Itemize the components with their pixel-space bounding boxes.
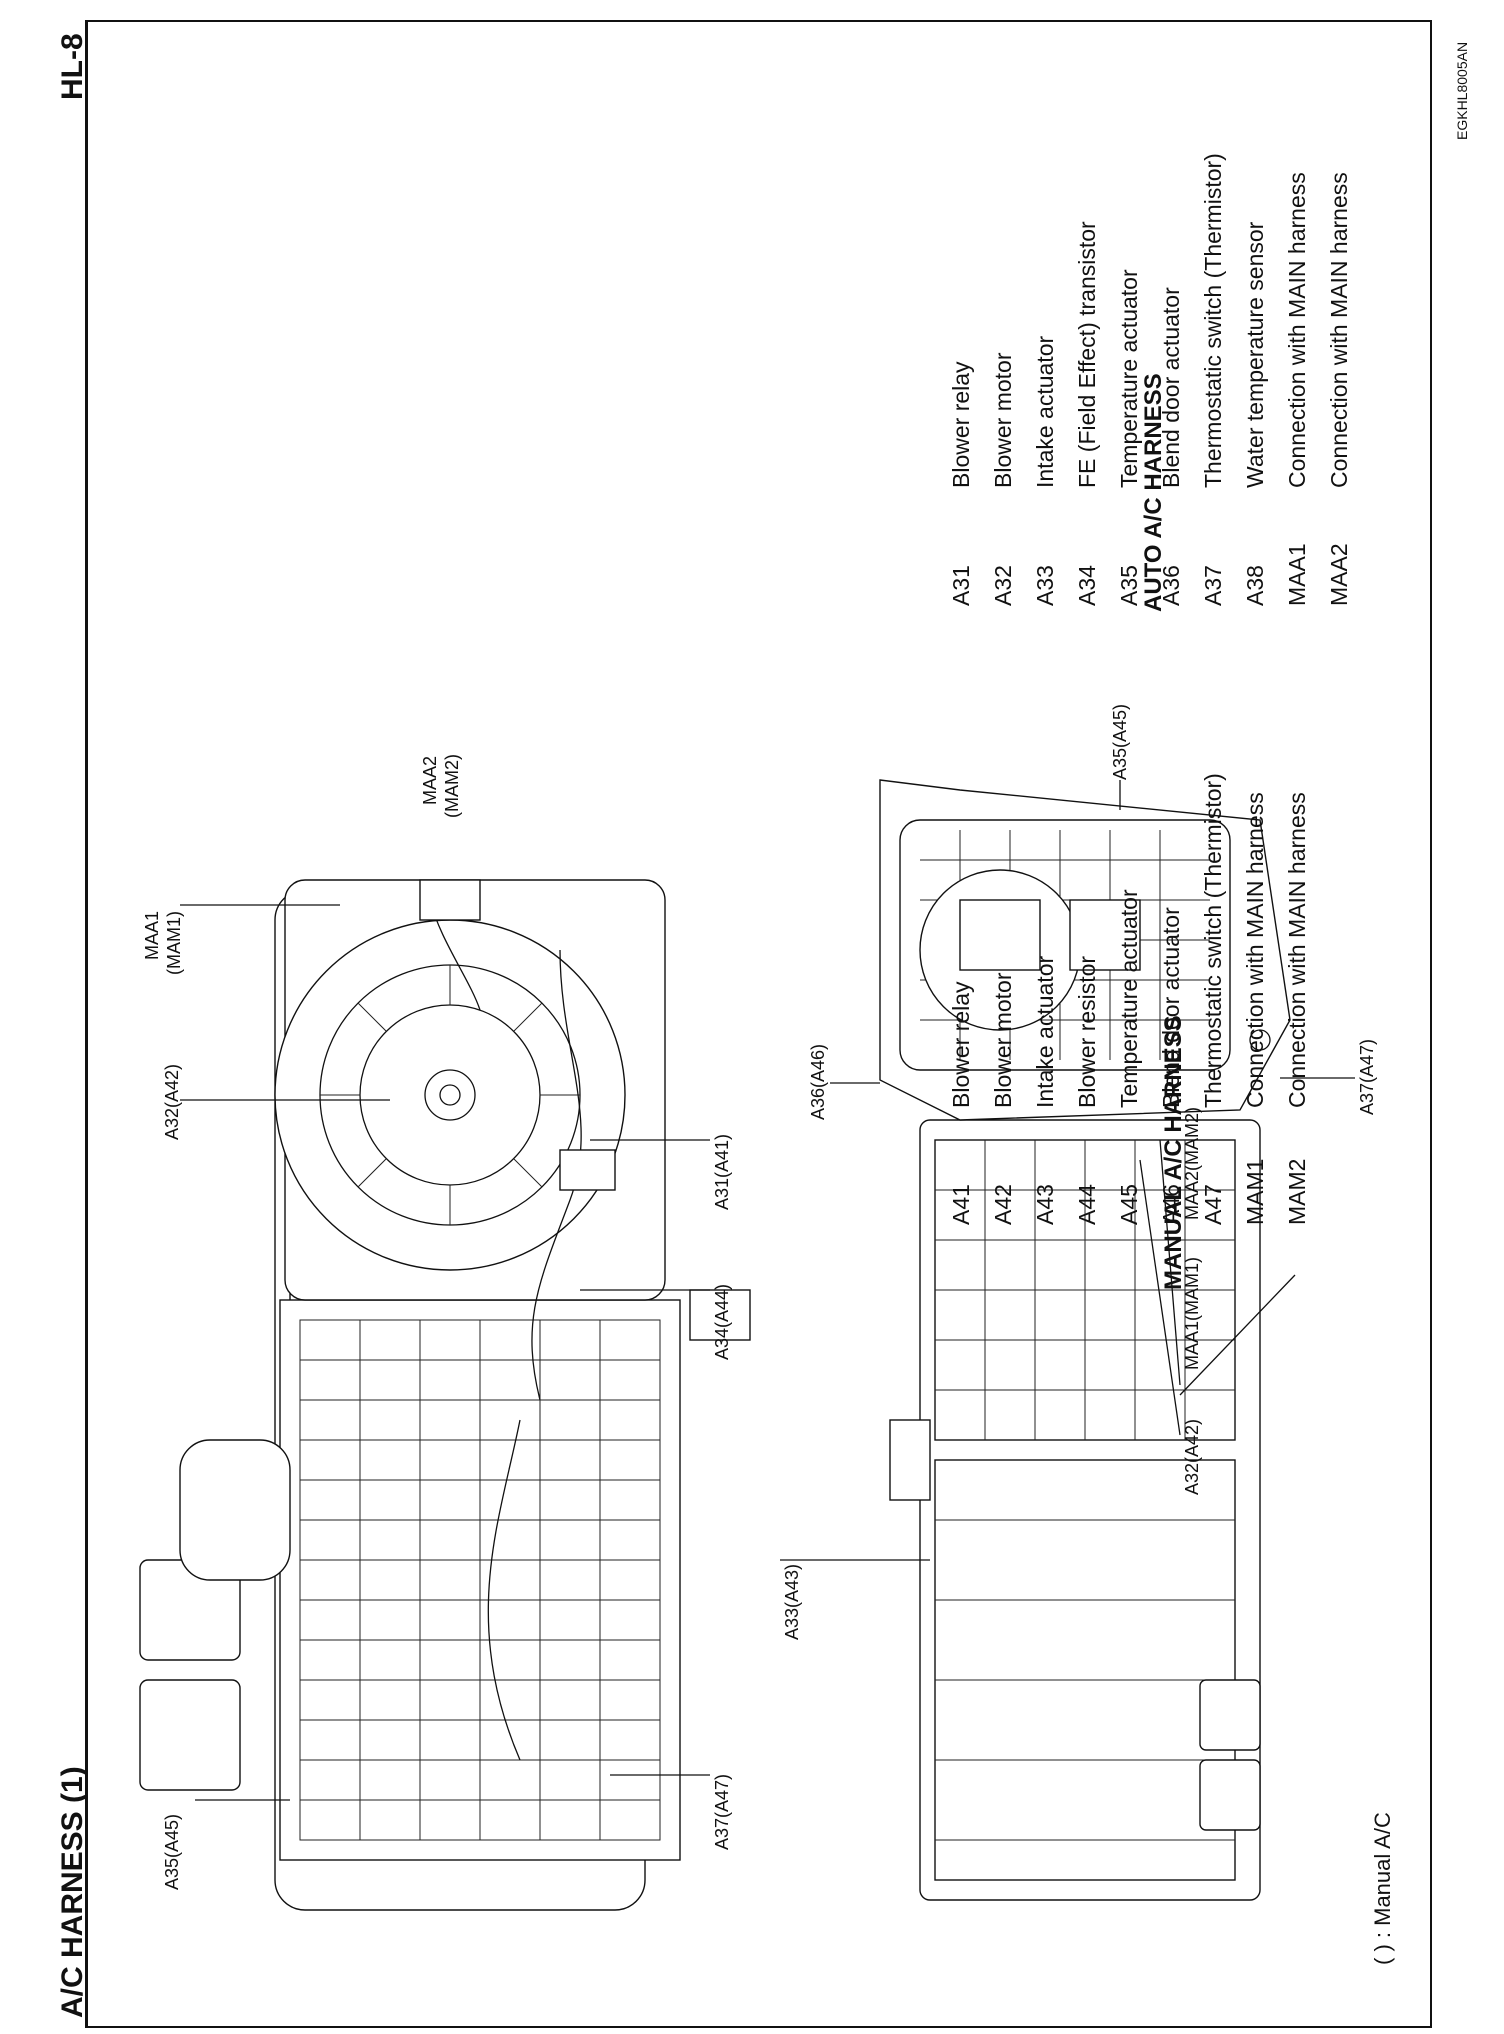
lower-hvac-assembly-drawing xyxy=(889,1119,1261,1901)
auto-item-desc: Blower motor xyxy=(990,352,1016,488)
auto-item-code: MAA1 xyxy=(1284,543,1310,606)
manual-ac-note-paren: ( ) xyxy=(1370,1944,1395,1965)
manual-item-code: A46 xyxy=(1158,1184,1184,1225)
manual-item-code: A41 xyxy=(948,1184,974,1225)
upper-hvac-assembly-drawing xyxy=(139,879,751,1911)
callout-a35-a45-right: A35(A45) xyxy=(1110,703,1130,780)
manual-item-code: MAM2 xyxy=(1284,1158,1310,1225)
callout-leader-lines xyxy=(180,780,1355,1801)
auto-item-desc: Intake actuator xyxy=(1032,335,1058,488)
auto-item-desc: Water temperature sensor xyxy=(1242,221,1268,488)
auto-item-desc: FE (Field Effect) transistor xyxy=(1074,221,1100,488)
callout-maa2: MAA2 xyxy=(420,755,440,805)
callout-maa1: MAA1 xyxy=(142,910,162,960)
manual-item-code: A43 xyxy=(1032,1184,1058,1225)
callout-a35-a45-upper: A35(A45) xyxy=(162,1813,182,1890)
auto-item-code: A38 xyxy=(1242,565,1268,606)
auto-item-code: A36 xyxy=(1158,565,1184,606)
manual-item-desc: Blower relay xyxy=(948,981,974,1108)
manual-item-code: A45 xyxy=(1116,1184,1142,1225)
manual-ac-note-text: : Manual A/C xyxy=(1370,1812,1395,1939)
blend-unit-drawing xyxy=(879,779,1291,1121)
auto-item-code: MAA2 xyxy=(1326,543,1352,606)
auto-item-code: A33 xyxy=(1032,565,1058,606)
manual-item-desc: Connection with MAIN harness xyxy=(1284,792,1310,1108)
callout-a37-a47-lower: A37(A47) xyxy=(1357,1038,1377,1115)
manual-item-desc: Blower resistor xyxy=(1074,955,1100,1108)
manual-item-desc: Intake actuator xyxy=(1032,955,1058,1108)
manual-item-desc: Temperature actuator xyxy=(1116,889,1142,1108)
manual-item-code: MAM1 xyxy=(1242,1158,1268,1225)
callout-a31-a41: A31(A41) xyxy=(712,1133,732,1210)
auto-item-desc: Connection with MAIN harness xyxy=(1326,172,1352,488)
auto-item-code: A32 xyxy=(990,565,1016,606)
auto-item-desc: Thermostatic switch (Thermistor) xyxy=(1200,153,1226,488)
auto-item-desc: Blend door actuator xyxy=(1158,287,1184,488)
manual-item-code: A42 xyxy=(990,1184,1016,1225)
manual-item-code: A44 xyxy=(1074,1184,1100,1225)
manual-ac-note: ( ) : Manual A/C xyxy=(1370,1812,1396,1965)
callout-a32-a42-upper: A32(A42) xyxy=(162,1063,182,1140)
auto-item-code: A34 xyxy=(1074,565,1100,606)
auto-item-code: A31 xyxy=(948,565,974,606)
manual-item-desc: Thermostatic switch (Thermistor) xyxy=(1200,773,1226,1108)
callout-mam2: (MAM2) xyxy=(442,754,462,818)
title-strip xyxy=(50,20,88,2028)
manual-item-desc: Blower motor xyxy=(990,972,1016,1108)
manual-item-code: A47 xyxy=(1200,1184,1226,1225)
auto-item-code: A35 xyxy=(1116,565,1142,606)
callout-a36-a46: A36(A46) xyxy=(808,1043,828,1120)
auto-item-code: A37 xyxy=(1200,565,1226,606)
manual-item-desc: Connection with MAIN harness xyxy=(1242,792,1268,1108)
callout-mam1: (MAM1) xyxy=(164,911,184,975)
callout-a33-a43: A33(A43) xyxy=(782,1563,802,1640)
auto-item-desc: Connection with MAIN harness xyxy=(1284,172,1310,488)
callout-a32-a42-lower: A32(A42) xyxy=(1182,1418,1202,1495)
manual-item-desc: Blend door actuator xyxy=(1158,907,1184,1108)
auto-item-desc: Temperature actuator xyxy=(1116,269,1142,488)
callout-a37-a47-upper: A37(A47) xyxy=(712,1773,732,1850)
callout-a34-a44: A34(A44) xyxy=(712,1283,732,1360)
auto-item-desc: Blower relay xyxy=(948,361,974,488)
